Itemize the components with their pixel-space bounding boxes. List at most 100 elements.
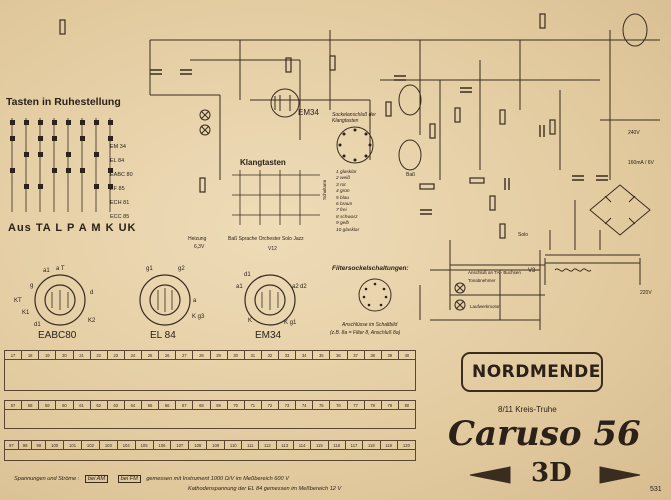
voltage-label: 160mA / 6V xyxy=(628,160,654,166)
table-cell: 74 xyxy=(295,400,314,410)
key-label: Aus xyxy=(8,222,32,234)
table-cell: 120 xyxy=(396,440,417,450)
table-row xyxy=(4,409,416,429)
table-cell: 24 xyxy=(123,350,143,360)
key-label: UK xyxy=(118,222,137,234)
table-cell: 103 xyxy=(98,440,118,450)
pin-label: d1 xyxy=(244,272,251,278)
table-cell: 18 xyxy=(21,350,40,360)
table-cell: 25 xyxy=(140,350,160,360)
table-cell: 108 xyxy=(188,440,208,450)
table-row: 17 18 19 20 21 22 23 24 25 26 27 28 29 3… xyxy=(3,350,417,360)
pin-label: K g3 xyxy=(192,314,205,320)
footer-prefix: Spannungen und Ströme : xyxy=(14,476,80,482)
table-cell: 114 xyxy=(292,440,312,450)
pin-label: a1 xyxy=(43,268,50,274)
filter-note-2: (z.B. 8a = Filter 8, Anschluß 8a) xyxy=(330,330,401,336)
tube-row-label: EABC 80 xyxy=(110,172,133,178)
pin-label: K2 xyxy=(88,318,96,324)
table-cell: 72 xyxy=(260,400,280,410)
socket-color: 2 weiß xyxy=(336,176,351,182)
pin-label: g xyxy=(30,283,34,289)
table-cell: 119 xyxy=(379,440,398,450)
table-cell: 29 xyxy=(209,350,228,360)
table-cell: 40 xyxy=(397,350,417,360)
pin-label: a2 xyxy=(292,284,299,290)
table-cell: 32 xyxy=(260,350,280,360)
filter-panel-title: Filtersockelschaltungen: xyxy=(332,265,409,272)
table-cell: 63 xyxy=(106,400,125,410)
table-cell: 33 xyxy=(277,350,297,360)
em34-label: EM34 xyxy=(298,108,319,117)
table-cell: 73 xyxy=(277,400,297,410)
key-label: P xyxy=(66,222,76,234)
table-cell: 26 xyxy=(158,350,177,360)
table-cell: 70 xyxy=(226,400,245,410)
table-cell: 17 xyxy=(3,350,23,360)
table-cell: 110 xyxy=(224,440,243,450)
tube-name-el84: EL 84 xyxy=(150,330,176,341)
tube-row-label: ECH 81 xyxy=(110,200,130,206)
table-cell: 64 xyxy=(123,400,143,410)
table-cell: 67 xyxy=(175,400,194,410)
klangtaste-label: Orchester xyxy=(258,236,281,242)
table-cell: 75 xyxy=(312,400,331,410)
footer-fm-box: bei FM xyxy=(117,475,141,483)
tube-row-label: EM 34 xyxy=(110,144,126,150)
socket-color: 3 rot xyxy=(336,182,346,188)
socket-color: 6 braun xyxy=(336,202,353,208)
tube-row-labels: EM 34 EL 84 EABC 80 EF 85 ECH 81 ECC 85 xyxy=(110,140,133,224)
table-cell: 113 xyxy=(275,440,294,450)
pin-label: a xyxy=(193,298,197,304)
footer-am-box: bei AM xyxy=(84,475,109,483)
key-label: A xyxy=(78,222,88,234)
pin-label: g2 xyxy=(178,266,185,272)
klangtaste-label: Jazz xyxy=(293,236,304,242)
brand-logo: NORDMENDE xyxy=(472,362,601,382)
ta-buchsen-label: Anschluß an TA - Buchsen xyxy=(468,270,521,275)
socket-color: 4 grün xyxy=(336,189,350,195)
voltage-label: 220V xyxy=(640,290,652,296)
key-label: K xyxy=(105,222,115,234)
measurement-table-1: 17 18 19 20 21 22 23 24 25 26 27 28 29 3… xyxy=(3,350,417,391)
pin-label: K xyxy=(248,318,253,324)
pin-label: a T xyxy=(56,266,65,272)
table-cell: 59 xyxy=(38,400,57,410)
klangtasten-ref: V12 xyxy=(268,246,277,252)
key-label: M xyxy=(91,222,102,234)
klangtasten-title: Klangtasten xyxy=(240,158,286,167)
table-cell: 104 xyxy=(116,440,136,450)
pin-label: K1 xyxy=(22,310,30,316)
table-cell: 101 xyxy=(63,440,82,450)
table-cell: 112 xyxy=(258,440,277,450)
table-cell: 76 xyxy=(329,400,348,410)
page-number: 531 xyxy=(650,486,662,493)
table-cell: 37 xyxy=(346,350,365,360)
pin-label: d1 xyxy=(34,322,41,328)
table-cell: 71 xyxy=(243,400,262,410)
switch-legend-title: Tasten in Ruhestellung xyxy=(6,96,121,108)
measurement-note-line2: Kathodenspannung der EL 84 gemessen im M… xyxy=(188,486,342,492)
table-cell: 60 xyxy=(55,400,74,410)
key-label: L xyxy=(55,222,63,234)
klangtaste-label: Solo xyxy=(281,236,292,242)
table-cell: 31 xyxy=(243,350,262,360)
table-cell: 107 xyxy=(170,440,190,450)
klangtasten-buttons: Baß Sprache Orchester Solo Jazz xyxy=(228,236,304,242)
table-row xyxy=(4,449,416,461)
socket-color: 7 frei xyxy=(336,208,347,214)
table-cell: 22 xyxy=(89,350,108,360)
table-cell: 39 xyxy=(380,350,399,360)
brand-model: Caruso 56 xyxy=(448,414,641,454)
pin-label: d2 xyxy=(300,284,307,290)
socket-color-list: 1 glasklar 2 weiß 3 rot 4 grün 5 blau 6 … xyxy=(336,170,359,234)
key-label: TA xyxy=(35,222,52,234)
footer-rest: gemessen mit Instrument 1000 Ω/V im Meßb… xyxy=(146,476,289,482)
table-cell: 105 xyxy=(134,440,154,450)
table-cell: 100 xyxy=(45,440,65,450)
table-cell: 30 xyxy=(226,350,245,360)
tube-row-label: ECC 85 xyxy=(110,214,130,220)
table-cell: 21 xyxy=(72,350,91,360)
table-cell: 117 xyxy=(344,440,364,450)
table-cell: 98 xyxy=(17,440,33,450)
